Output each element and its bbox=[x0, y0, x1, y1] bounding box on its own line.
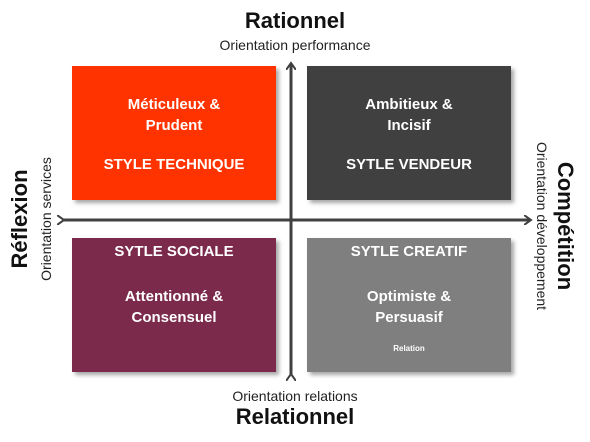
quadrant-top-right-style: SYTLE VENDEUR bbox=[346, 156, 472, 173]
axis-bottom-title: Relationnel bbox=[235, 404, 355, 429]
quadrant-top-left: Méticuleux & Prudent STYLE TECHNIQUE bbox=[72, 66, 276, 200]
quadrant-bottom-right-line2: Persuasif bbox=[375, 309, 443, 326]
quadrant-bottom-right-style: SYTLE CREATIF bbox=[350, 243, 468, 260]
quadrant-top-right: Ambitieux & Incisif SYTLE VENDEUR bbox=[307, 66, 511, 200]
axis-top-subtitle: Orientation performance bbox=[219, 37, 371, 53]
quadrant-bottom-left: SYTLE SOCIALE Attentionné & Consensuel bbox=[72, 238, 276, 372]
quadrant-top-left-line2: Prudent bbox=[145, 117, 203, 134]
quadrant-top-right-line2: Incisif bbox=[387, 117, 431, 134]
quadrant-bottom-right-note: Relation bbox=[393, 344, 425, 353]
quadrant-top-left-style: STYLE TECHNIQUE bbox=[103, 156, 245, 173]
quadrant-bottom-left-line2: Consensuel bbox=[131, 309, 217, 326]
quadrant-bottom-right: SYTLE CREATIF Optimiste & Persuasif Rela… bbox=[307, 238, 511, 372]
quadrant-bottom-right-line1: Optimiste & bbox=[366, 288, 452, 305]
quadrant-top-right-line1: Ambitieux & bbox=[365, 96, 453, 113]
quadrant-bottom-left-line1: Attentionné & bbox=[124, 288, 224, 305]
axis-bottom-subtitle: Orientation relations bbox=[232, 388, 358, 404]
quadrant-bottom-left-style: SYTLE SOCIALE bbox=[114, 243, 234, 260]
axis-top-title: Rationnel bbox=[244, 8, 346, 33]
quadrant-top-left-line1: Méticuleux & bbox=[127, 96, 221, 113]
